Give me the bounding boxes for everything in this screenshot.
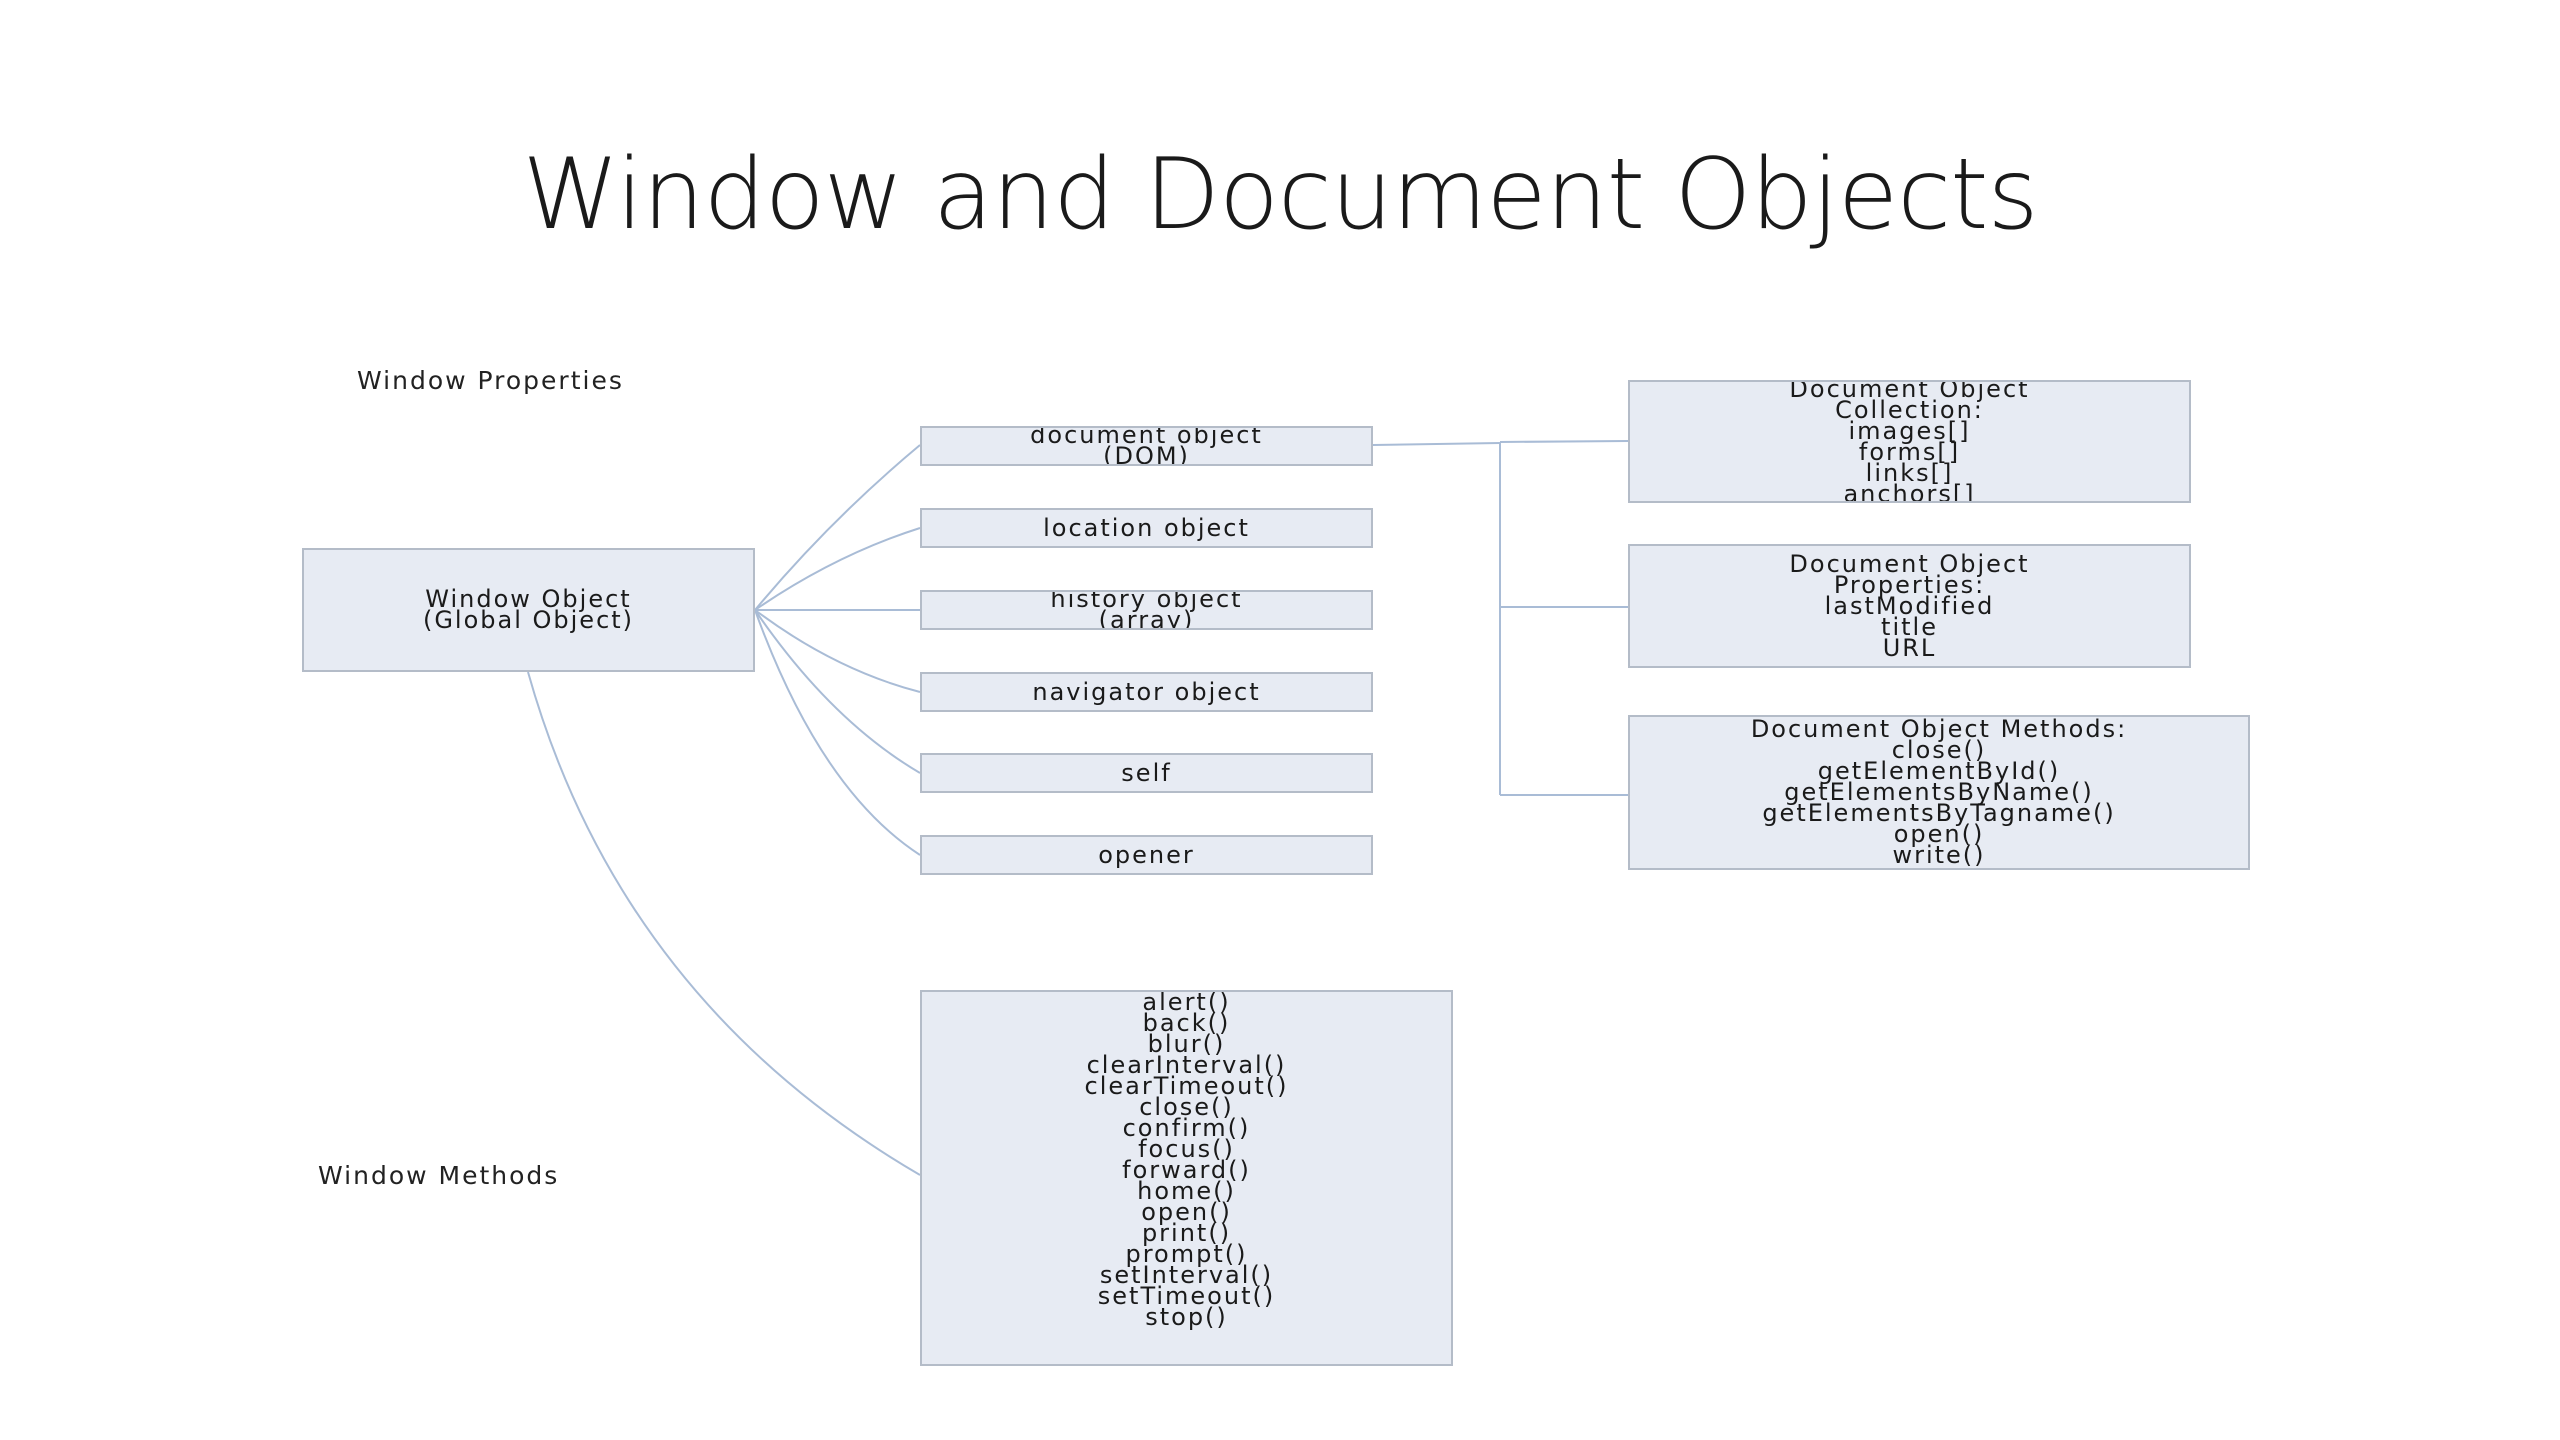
window-object-line1: Window Object xyxy=(425,585,632,613)
collection-line: Document Object xyxy=(1789,380,2030,403)
connector-document-collection xyxy=(1499,440,1629,443)
navigator-object-label: navigator object xyxy=(1032,677,1261,706)
connector-window-self xyxy=(754,609,921,774)
document-properties-box: Document Object Properties: lastModified… xyxy=(1628,544,2191,668)
collection-line: anchors[] xyxy=(1843,479,1976,503)
window-object-line2: (Global Object) xyxy=(422,606,635,634)
window-method-item: prompt() xyxy=(1125,1240,1248,1268)
doc-method-line: getElementsByTagname() xyxy=(1762,799,2116,827)
window-method-item: stop() xyxy=(1145,1303,1228,1331)
doc-method-line: close() xyxy=(1891,736,1987,764)
history-object-line2: (array) xyxy=(1098,606,1195,630)
window-method-item: home() xyxy=(1137,1177,1236,1205)
collection-line: Collection: xyxy=(1835,395,1984,424)
window-method-item: alert() xyxy=(1142,990,1231,1016)
connector-window-location xyxy=(754,527,921,611)
self-label: self xyxy=(1121,758,1172,787)
window-method-item: blur() xyxy=(1147,1030,1226,1058)
doc-method-line: getElementsByName() xyxy=(1784,778,2094,806)
doc-property-line: title xyxy=(1881,612,1938,641)
document-methods-box: Document Object Methods: close() getElem… xyxy=(1628,715,2250,870)
document-object-box: document object (DOM) xyxy=(920,426,1373,466)
collection-line: forms[] xyxy=(1858,437,1961,466)
connector-window-navigator xyxy=(754,609,921,693)
self-box: self xyxy=(920,753,1373,793)
navigator-object-box: navigator object xyxy=(920,672,1373,712)
window-method-item: focus() xyxy=(1138,1135,1235,1163)
window-properties-label: Window Properties xyxy=(357,366,624,395)
window-methods-box: alert() back() blur() clearInterval() cl… xyxy=(920,990,1453,1366)
collection-line: links[] xyxy=(1865,458,1954,487)
window-method-item: clearTimeout() xyxy=(1084,1072,1289,1100)
doc-property-line: lastModified xyxy=(1824,591,1995,620)
document-object-line2: (DOM) xyxy=(1103,442,1190,466)
opener-label: opener xyxy=(1098,840,1195,869)
window-object-box: Window Object (Global Object) xyxy=(302,548,755,672)
history-object-line1: history object xyxy=(1050,590,1243,613)
connector-window-document xyxy=(754,444,921,611)
window-method-item: close() xyxy=(1139,1093,1234,1121)
doc-method-line: Document Object Methods: xyxy=(1750,715,2128,743)
slide-title: Window and Document Objects xyxy=(522,138,2038,252)
window-method-item: setInterval() xyxy=(1099,1261,1274,1289)
history-object-box: history object (array) xyxy=(920,590,1373,630)
doc-property-line: Document Object xyxy=(1789,549,2030,578)
doc-method-line: open() xyxy=(1893,820,1985,848)
collection-line: images[] xyxy=(1848,416,1971,445)
location-object-box: location object xyxy=(920,508,1373,548)
location-object-label: location object xyxy=(1043,513,1250,542)
window-method-item: confirm() xyxy=(1122,1114,1251,1142)
window-method-item: setTimeout() xyxy=(1097,1282,1276,1310)
window-method-item: clearInterval() xyxy=(1086,1051,1287,1079)
opener-box: opener xyxy=(920,835,1373,875)
connector-window-methods xyxy=(527,671,921,1176)
window-method-item: open() xyxy=(1141,1198,1232,1226)
doc-property-line: URL xyxy=(1882,633,1937,662)
document-collection-box: Document Object Collection: images[] for… xyxy=(1628,380,2191,503)
connector-window-opener xyxy=(754,609,921,856)
document-object-line1: document object xyxy=(1030,426,1263,449)
window-method-item: forward() xyxy=(1122,1156,1251,1184)
window-method-item: back() xyxy=(1142,1009,1231,1037)
connector-document-trunk xyxy=(1372,442,1501,446)
window-method-item: print() xyxy=(1141,1219,1232,1247)
doc-method-line: write() xyxy=(1892,841,1986,869)
doc-property-line: Properties: xyxy=(1833,570,1986,599)
doc-method-line: getElementById() xyxy=(1817,757,2061,785)
window-methods-label: Window Methods xyxy=(318,1161,560,1190)
